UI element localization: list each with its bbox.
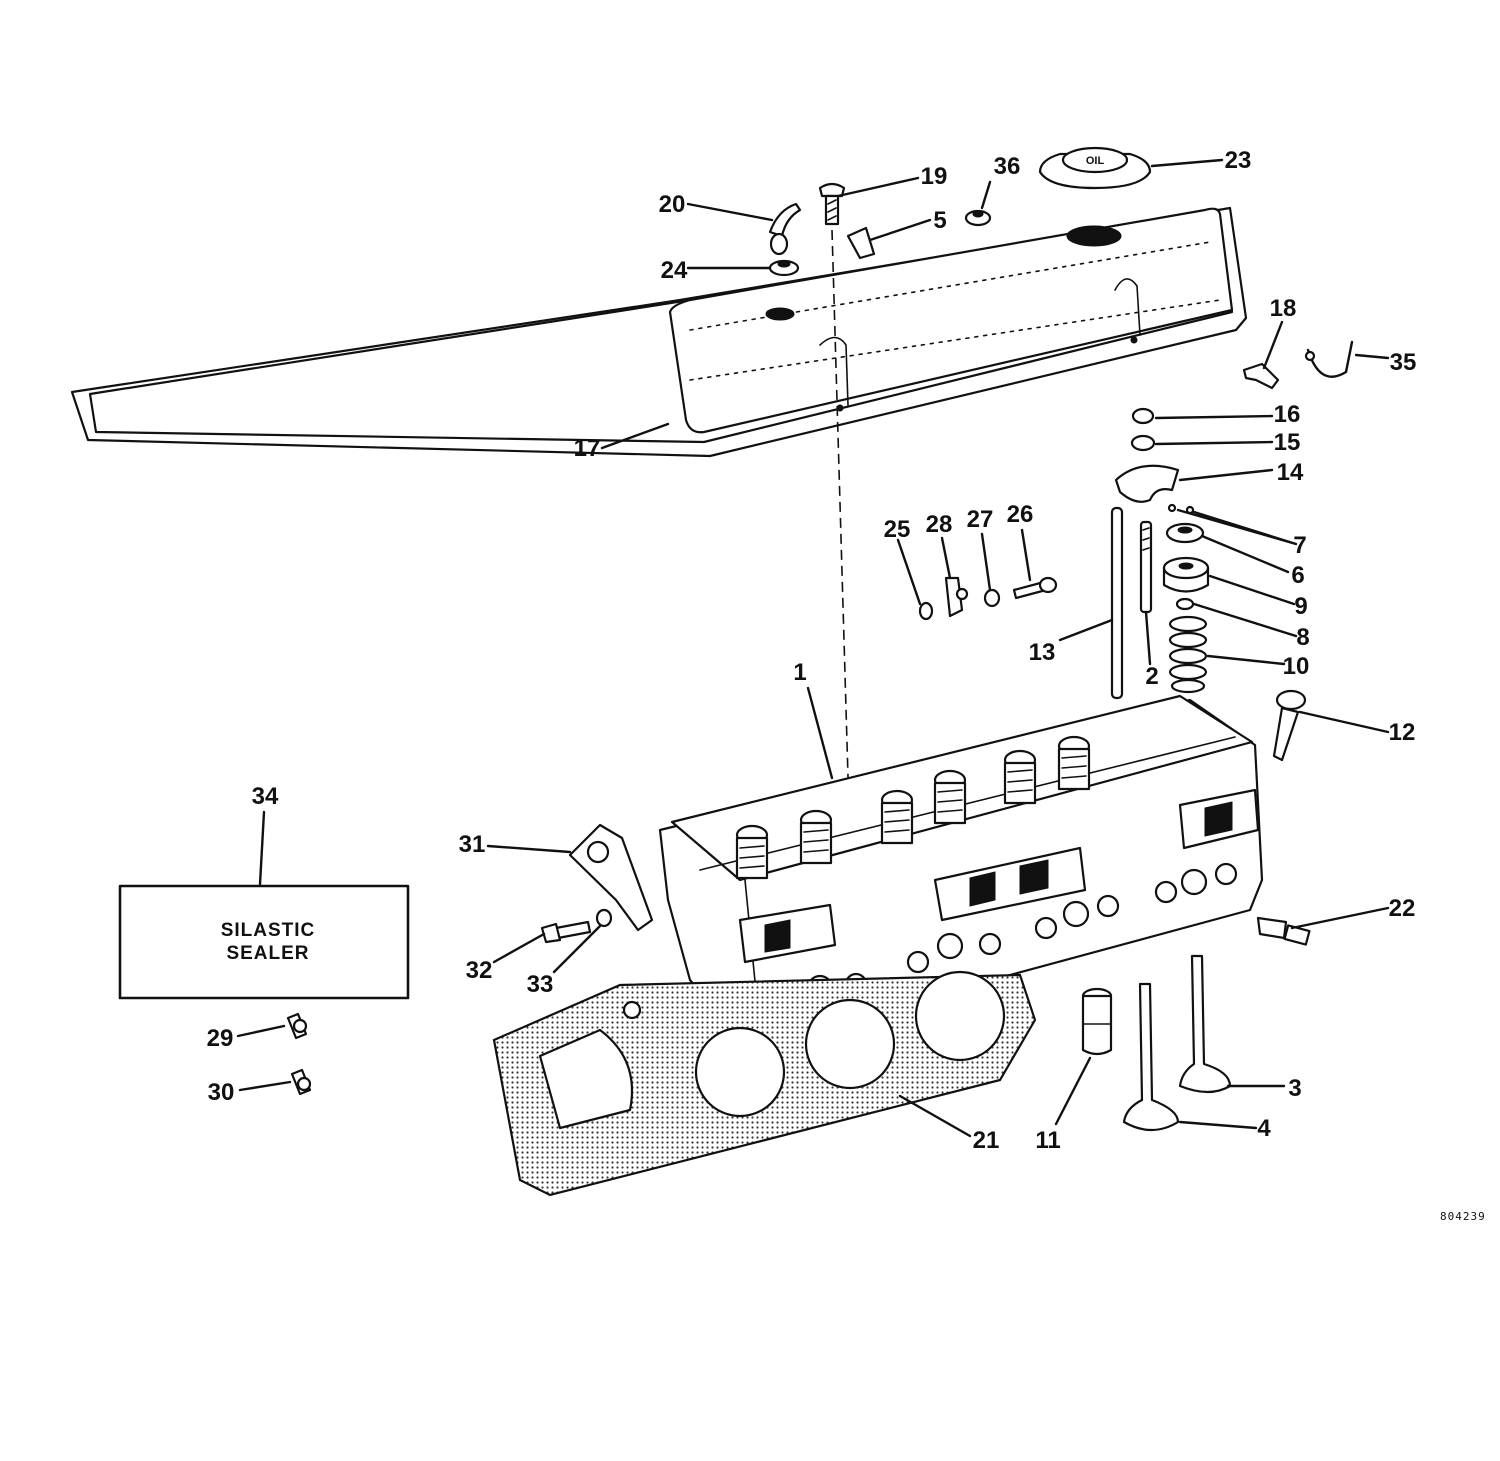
callout-36: 36 — [994, 153, 1021, 180]
callout-32: 32 — [466, 957, 493, 984]
callout-19: 19 — [921, 163, 948, 190]
bracket-18 — [1242, 362, 1280, 390]
clamp-28 — [944, 576, 969, 618]
grommet-36 — [964, 209, 992, 227]
callout-27: 27 — [967, 506, 994, 533]
callout-16: 16 — [1274, 401, 1301, 428]
callout-10: 10 — [1283, 653, 1310, 680]
callout-numbers: 1 2 3 4 5 6 7 8 9 10 11 12 13 14 15 16 1… — [207, 147, 1417, 1154]
head-valve-springs — [735, 735, 1091, 880]
callout-28: 28 — [926, 511, 953, 538]
screw-26 — [1012, 576, 1058, 600]
callout-20: 20 — [659, 191, 686, 218]
callout-15: 15 — [1274, 429, 1301, 456]
grommet-24 — [768, 259, 800, 277]
clip-30 — [290, 1068, 312, 1096]
callout-21: 21 — [973, 1127, 1000, 1154]
silastic-sealer-box: SILASTIC SEALER — [118, 884, 410, 1000]
callout-22: 22 — [1389, 895, 1416, 922]
rocker-stud-2 — [1139, 520, 1153, 614]
callout-12: 12 — [1389, 719, 1416, 746]
head-bolt-12 — [1272, 689, 1307, 762]
callout-31: 31 — [459, 831, 486, 858]
callout-2: 2 — [1145, 663, 1158, 690]
rocker-cover — [70, 206, 1248, 458]
callout-34: 34 — [252, 783, 279, 810]
shield-9 — [1162, 556, 1210, 593]
intake-valve-3 — [1178, 954, 1232, 1094]
callout-24: 24 — [661, 257, 688, 284]
nut-16 — [1131, 407, 1155, 425]
callout-14: 14 — [1277, 459, 1304, 486]
screw-32 — [540, 920, 592, 944]
callout-26: 26 — [1007, 501, 1034, 528]
clip-29 — [286, 1012, 308, 1040]
callout-25: 25 — [884, 516, 911, 543]
leader-lines — [236, 158, 1390, 1138]
lifter-11 — [1081, 987, 1113, 1056]
sealer-line-1: SILASTIC — [221, 920, 316, 941]
breather-20 — [768, 202, 802, 256]
bolt-19 — [818, 182, 846, 226]
callout-33: 33 — [527, 971, 554, 998]
callout-6: 6 — [1291, 562, 1304, 589]
callout-11: 11 — [1035, 1127, 1060, 1154]
callout-3: 3 — [1288, 1075, 1301, 1102]
oil-filler-cap: OIL — [1038, 146, 1152, 190]
washer-33 — [595, 908, 613, 928]
callout-13: 13 — [1029, 639, 1056, 666]
pushrod-13 — [1110, 506, 1124, 700]
head-gasket — [492, 970, 1037, 1197]
oil-cap-label: OIL — [1086, 155, 1105, 167]
cap-6 — [1165, 522, 1205, 544]
callout-1: 1 — [793, 659, 806, 686]
callout-9: 9 — [1294, 593, 1307, 620]
spring-10 — [1168, 615, 1208, 694]
ball-15 — [1130, 434, 1156, 452]
callout-23: 23 — [1225, 147, 1252, 174]
callout-29: 29 — [207, 1025, 234, 1052]
sender-22 — [1256, 916, 1311, 946]
washer-27 — [983, 588, 1001, 608]
callout-35: 35 — [1390, 349, 1417, 376]
bracket-31 — [568, 823, 654, 932]
rocker-arm-14 — [1114, 464, 1180, 503]
bolt-alignment-line — [831, 229, 851, 846]
callout-30: 30 — [208, 1079, 235, 1106]
callout-8: 8 — [1296, 624, 1309, 651]
exhaust-valve-4 — [1122, 982, 1180, 1132]
callout-4: 4 — [1257, 1115, 1271, 1142]
callout-18: 18 — [1270, 295, 1297, 322]
clip-5 — [846, 226, 876, 260]
seal-8 — [1175, 597, 1195, 611]
ring-25 — [918, 601, 934, 621]
callout-5: 5 — [933, 207, 946, 234]
sealer-line-2: SEALER — [226, 943, 309, 964]
callout-7: 7 — [1293, 532, 1306, 559]
clip-35 — [1304, 340, 1354, 378]
figure-id: 804239 — [1440, 1210, 1486, 1223]
callout-17: 17 — [574, 435, 601, 462]
head-ports — [738, 788, 1260, 964]
cylinder-head — [658, 694, 1264, 1042]
